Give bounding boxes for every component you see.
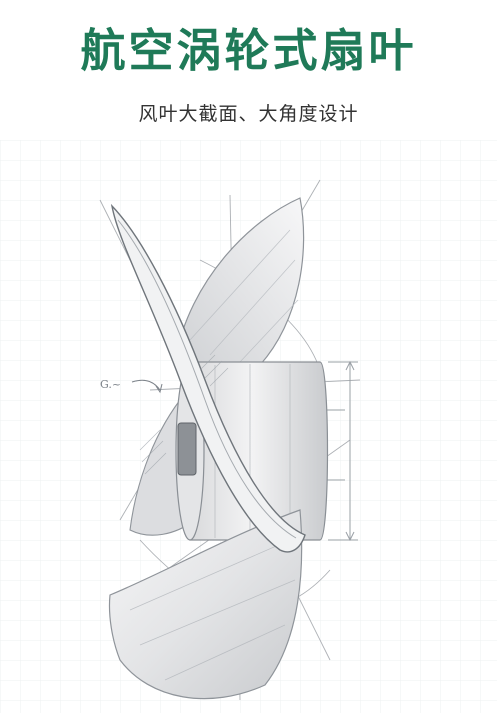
page-subtitle: 风叶大截面、大角度设计 [138, 103, 359, 125]
sketch-annotation: G.~ [100, 378, 163, 394]
front-blade [110, 203, 306, 553]
dimension-lines [320, 360, 358, 542]
fan-blade-sketch-illustration: G.~ [0, 140, 497, 713]
annotation-text: G.~ [100, 378, 121, 391]
hatching [139, 354, 229, 475]
page-title: 航空涡轮式扇叶 [80, 24, 417, 77]
hub [189, 361, 329, 541]
hub-shaft [177, 422, 197, 476]
lower-blade [108, 509, 303, 700]
